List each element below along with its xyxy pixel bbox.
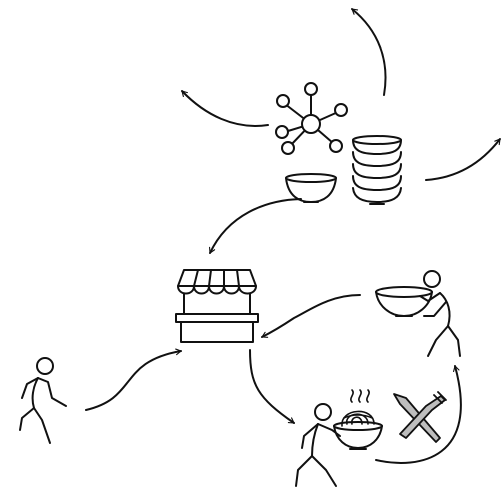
flow-arrow-person-to-stall <box>86 351 181 410</box>
bowl-icon <box>286 174 336 202</box>
flow-arrow-stall-to-serving <box>250 350 294 423</box>
stacked-bowls-icon <box>353 136 401 204</box>
person-serving-noodles-icon <box>296 390 382 486</box>
flow-arrow-hub-to-stall <box>210 199 301 253</box>
flow-arrow-bowls-to-top <box>352 9 386 95</box>
person-carrying-bowl-icon <box>376 271 460 356</box>
walking-person-icon <box>20 358 66 443</box>
network-hub-icon <box>276 83 347 154</box>
flow-arrow-return-to-stall <box>262 295 360 337</box>
flow-arrow-bowls-to-right <box>426 139 500 180</box>
fork-knife-icon <box>394 392 446 442</box>
market-stall-icon <box>176 270 258 342</box>
flow-arrow-hub-to-upper-left <box>182 91 268 126</box>
